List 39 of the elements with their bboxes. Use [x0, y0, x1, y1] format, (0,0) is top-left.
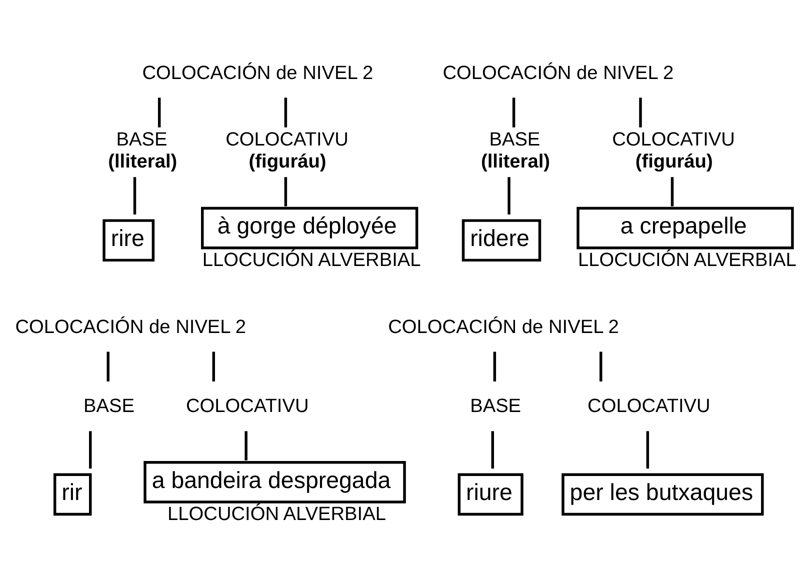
connector	[600, 351, 602, 381]
connector	[639, 97, 642, 127]
node-box: riure	[458, 472, 524, 516]
node-box: per les butxaques	[562, 472, 764, 516]
connector	[106, 351, 110, 381]
connector	[284, 176, 288, 206]
connector	[244, 430, 248, 460]
connector	[646, 430, 650, 468]
node-box: rire	[102, 218, 155, 262]
connector	[508, 176, 510, 214]
node-text: COLOCACIÓN de NIVEL 2	[15, 316, 246, 338]
connector	[512, 97, 516, 127]
node-text: BASE (lliteral)	[481, 129, 550, 172]
node-text: COLOCATIVU	[186, 396, 309, 417]
node-box: a bandeira despregada	[144, 460, 406, 503]
node-text: BASE (lliteral)	[108, 129, 178, 172]
node-text: COLOCATIVU (figuráu)	[612, 129, 735, 172]
node-label: LLOCUCIÓN ALVERBIAL	[578, 249, 796, 270]
node-text: COLOCATIVU (figuráu)	[226, 129, 348, 172]
connector	[670, 176, 674, 206]
node-text: COLOCACIÓN de NIVEL 2	[388, 316, 619, 338]
connector	[493, 351, 496, 381]
connector	[284, 97, 288, 127]
connector	[133, 176, 136, 214]
node-box: rir	[53, 472, 92, 516]
connector	[212, 351, 215, 381]
node-box: ridere	[462, 218, 542, 262]
node-label: LLOCUCIÓN ALVERBIAL	[202, 249, 421, 270]
node-text: COLOCATIVU	[588, 396, 710, 417]
connector	[89, 430, 92, 468]
node-text: COLOCACIÓN de NIVEL 2	[142, 62, 374, 84]
connector	[158, 97, 161, 127]
node-label: LLOCUCIÓN ALVERBIAL	[168, 503, 386, 524]
node-text: BASE	[470, 396, 522, 417]
node-text: COLOCACIÓN de NIVEL 2	[442, 62, 674, 84]
node-box: à gorge déployée	[201, 206, 418, 249]
node-box: a crepapelle	[576, 206, 794, 249]
node-text: BASE	[84, 396, 135, 417]
connector	[491, 430, 494, 468]
